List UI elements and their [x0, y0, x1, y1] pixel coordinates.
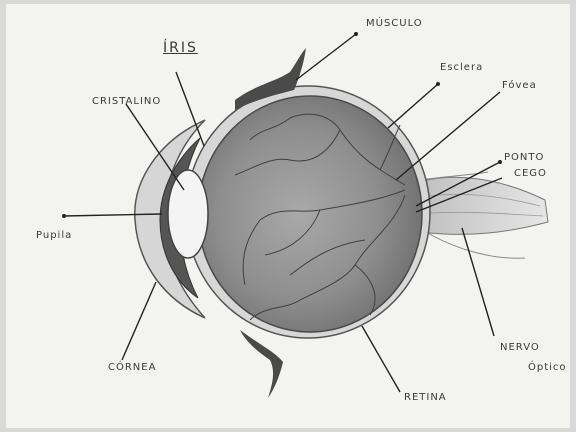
eyeball	[198, 96, 422, 332]
label-retina: RETINA	[404, 392, 447, 404]
lens-shape	[168, 170, 208, 258]
label-optico: Óptico	[528, 362, 567, 374]
label-musculo: MÚSCULO	[366, 18, 423, 30]
label-cego: CEGO	[514, 168, 547, 180]
label-pupila: Pupila	[36, 230, 72, 242]
label-ponto: PONTO	[504, 152, 544, 164]
lower-muscle	[240, 330, 283, 398]
label-iris: ÍRIS	[163, 42, 198, 54]
label-cornea: CÓRNEA	[108, 362, 156, 374]
label-cristalino: CRISTALINO	[92, 96, 161, 108]
label-nervo: NERVO	[500, 342, 540, 354]
label-fovea: Fóvea	[502, 80, 537, 92]
label-esclera: Esclera	[440, 62, 483, 74]
